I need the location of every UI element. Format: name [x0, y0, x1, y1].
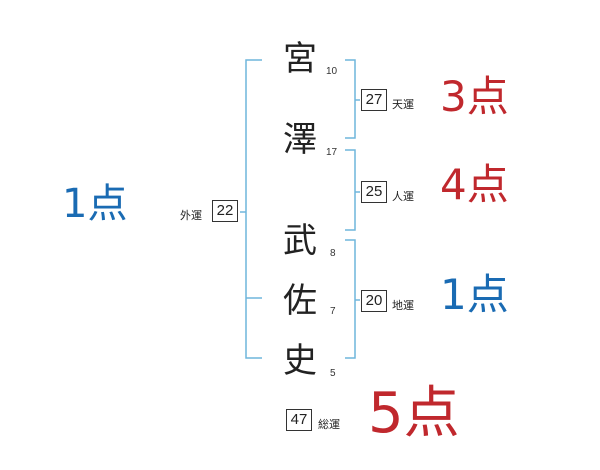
- stroke-count-3: 8: [330, 248, 336, 259]
- name-char-2: 澤: [283, 120, 317, 160]
- tenkaku-value-box: 27: [361, 89, 387, 111]
- outer-bracket: [245, 59, 262, 359]
- name-char-5: 史: [283, 341, 317, 381]
- jinkaku-bracket: [345, 149, 356, 231]
- stroke-count-4: 7: [330, 306, 336, 317]
- jinkaku-label: 人運: [392, 190, 414, 203]
- gaikaku-value-box: 22: [212, 200, 238, 222]
- jinkaku-value-box: 25: [361, 181, 387, 203]
- chikaku-label: 地運: [392, 299, 414, 312]
- stroke-count-1: 10: [326, 66, 338, 77]
- name-char-1: 宮: [283, 39, 317, 79]
- chikaku-bracket: [345, 239, 356, 359]
- jinkaku-score: 4点: [440, 160, 509, 209]
- tenkaku-bracket: [345, 59, 356, 139]
- soukaku-score: 5点: [368, 381, 460, 446]
- name-char-3: 武: [283, 221, 317, 261]
- gaikaku-label: 外運: [180, 209, 202, 222]
- tenkaku-label: 天運: [392, 98, 414, 111]
- stroke-count-2: 17: [326, 147, 338, 158]
- chikaku-value-box: 20: [361, 290, 387, 312]
- soukaku-value-box: 47: [286, 409, 312, 431]
- tenkaku-score: 3点: [440, 72, 509, 121]
- name-char-4: 佐: [283, 281, 317, 321]
- gaikaku-score: 1点: [62, 181, 128, 227]
- stroke-count-5: 5: [330, 368, 336, 379]
- soukaku-label: 総運: [318, 418, 340, 431]
- chikaku-score: 1点: [440, 270, 509, 319]
